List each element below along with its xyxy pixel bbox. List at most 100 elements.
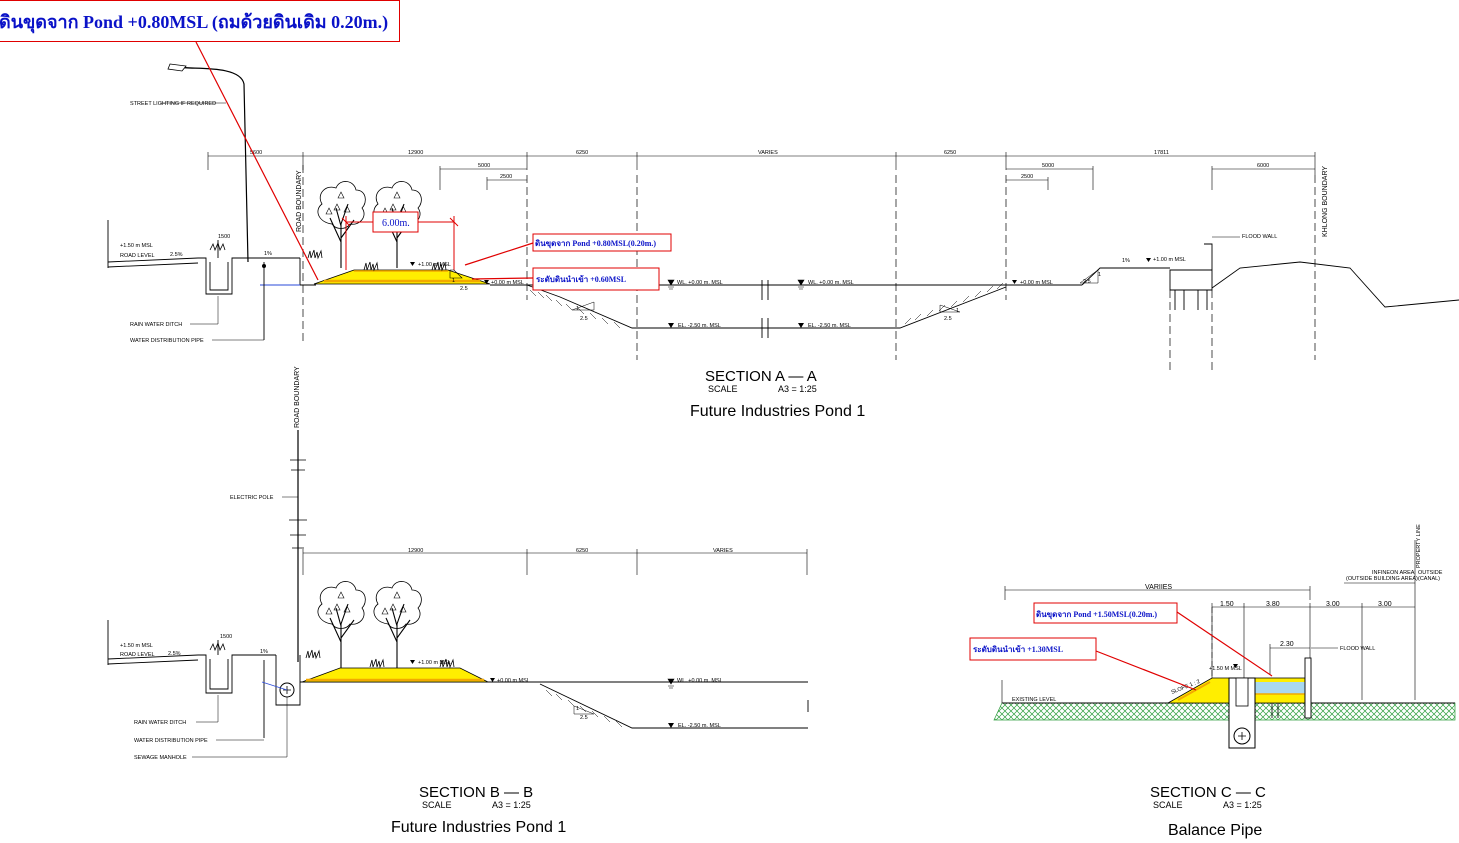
tree-icon: [317, 580, 366, 669]
ratio-1-label-b: 1: [576, 706, 579, 712]
section-c-scale-label: SCALE: [1153, 800, 1183, 810]
section-a-subtitle: Future Industries Pond 1: [690, 403, 865, 420]
section-c-scale-value: A3 = 1:25: [1223, 800, 1262, 810]
dim-6250-left: 6250: [576, 150, 588, 156]
top-callout: ดินขุดจาก Pond +0.80MSL (ถมด้วยดินเดิม 0…: [0, 0, 400, 42]
rain-ditch-label: RAIN WATER DITCH: [130, 322, 182, 328]
grass-icon: [305, 649, 321, 659]
varies-label-c: VARIIES: [1145, 584, 1172, 591]
road-boundary-label-b: ROAD BOUNDARY: [294, 366, 301, 428]
road-level-label: ROAD LEVEL: [120, 253, 155, 259]
dim-b-12900: 12900: [408, 548, 423, 554]
dim-12900: 12900: [408, 150, 423, 156]
ratio-25-left-pond: 2.5: [580, 316, 588, 322]
dim-5600: 5600: [250, 150, 262, 156]
road-level-label-b: ROAD LEVEL: [120, 652, 155, 658]
el-label-right: EL. -2.50 m. MSL: [808, 323, 851, 329]
ratio-25-label: 2.5: [460, 286, 468, 292]
dim-6000: 6000: [1257, 163, 1269, 169]
dim-1500-label-b: 1500: [220, 634, 232, 640]
slope-25pct-label: 2.5%: [170, 252, 183, 258]
dim-1500-label: 1500: [218, 234, 230, 240]
plant-icon-b: [209, 641, 226, 652]
note-level-c: ระดับดินนำเข้า +1.30MSL: [973, 644, 1063, 654]
wl-label-b: WL. +0.00 m. MSL: [677, 678, 723, 684]
level-150-label-c: +1.50 M MSL: [1209, 666, 1242, 672]
embankment-fill-b: [301, 667, 489, 683]
grass-icon: [307, 249, 323, 259]
level-000-label: +0.00 m MSL: [491, 280, 524, 286]
ratio-1-right-bank: 1: [1098, 272, 1101, 278]
dim-c-380: 3.80: [1266, 601, 1280, 608]
slope-25pct-label-b: 2.5%: [168, 651, 181, 657]
section-c-title: SECTION C — C: [1150, 784, 1266, 801]
section-a: STREET LIGHTING IF REQUIRED 5600 12900 6…: [107, 41, 1459, 420]
water-pipe-label: WATER DISTRIBUTION PIPE: [130, 338, 204, 344]
ratio-1-right-pond: 1: [956, 308, 959, 314]
dim-5000-left: 5000: [478, 163, 490, 169]
dim-b-varies: VARIES: [713, 548, 733, 554]
top-callout-text: ดินขุดจาก Pond +0.80MSL (ถมด้วยดินเดิม 0…: [0, 11, 389, 32]
grass-icon: [363, 261, 379, 271]
dim-6250-right: 6250: [944, 150, 956, 156]
dim-c-300-b: 3.00: [1378, 601, 1392, 608]
water-pipe-label-b: WATER DISTRIBUTION PIPE: [134, 738, 208, 744]
level-150-label-b: +1.50 m MSL: [120, 643, 153, 649]
ratio-1-label: 1: [452, 278, 455, 284]
slope-1pct-right: 1%: [1122, 258, 1130, 264]
section-c: VARIIES 1.50 3.80 3.00 3.00 2.30 PROPERT…: [969, 524, 1456, 839]
plant-icon: [209, 241, 226, 252]
level-000-label-b: +0.00 m MSL: [497, 678, 530, 684]
tree-icon: [317, 180, 366, 269]
infineon-area-label: INFINEON AREA: [1372, 570, 1415, 576]
street-lighting-label: STREET LIGHTING IF REQUIRED: [130, 101, 216, 107]
khlong-boundary-label: KHLONG BOUNDARY: [1322, 166, 1329, 237]
level-100-label-b: +1.00 m MSL: [418, 660, 451, 666]
outside-label: OUTSIDE: [1418, 570, 1443, 576]
existing-ground-hatch: [993, 702, 1456, 721]
section-b: ROAD BOUNDARY ELECTRIC POLE 12900 6250 V…: [107, 366, 809, 836]
street-lamp-pole: [179, 66, 249, 263]
ratio-25-right-bank: 2.5: [1083, 279, 1091, 285]
section-c-subtitle: Balance Pipe: [1168, 822, 1262, 839]
note-excavation-c: ดินขุดจาก Pond +1.50MSL(0.20m.): [1036, 610, 1157, 620]
level-150-label: +1.50 m MSL: [120, 243, 153, 249]
section-a-title: SECTION A — A: [705, 368, 817, 385]
flood-wall-c: [1304, 657, 1312, 719]
canal-label: (CANAL): [1418, 576, 1440, 582]
dim-5000-right: 5000: [1042, 163, 1054, 169]
note-level: ระดับดินนำเข้า +0.60MSL: [536, 274, 626, 284]
el-label-b: EL. -2.50 m. MSL: [678, 723, 721, 729]
slope-1pct-label: 1%: [264, 251, 272, 257]
road-boundary-label: ROAD BOUNDARY: [296, 170, 303, 232]
rain-ditch-label-b: RAIN WATER DITCH: [134, 720, 186, 726]
dim-c-150: 1.50: [1220, 601, 1234, 608]
level-100-right-label: +1.00 m MSL: [1153, 257, 1186, 263]
tree-icon: [373, 580, 422, 669]
dim-c-230: 2.30: [1280, 641, 1294, 648]
wl-label-right: WL. +0.00 m. MSL: [808, 280, 854, 286]
dim-varies: VARIES: [758, 150, 778, 156]
section-b-scale-value: A3 = 1:25: [492, 800, 531, 810]
dim-2500-left: 2500: [500, 174, 512, 180]
dim-2500-right: 2500: [1021, 174, 1033, 180]
slope-1pct-label-b: 1%: [260, 649, 268, 655]
ratio-25-label-b: 2.5: [580, 715, 588, 721]
dim-b-6250: 6250: [576, 548, 588, 554]
electric-pole-label: ELECTRIC POLE: [230, 495, 274, 501]
grass-icon: [369, 658, 385, 668]
dim-c-300-a: 3.00: [1326, 601, 1340, 608]
sewage-manhole-label: SEWAGE MANHOLE: [134, 755, 187, 761]
section-a-scale-label: SCALE: [708, 384, 738, 394]
section-b-subtitle: Future Industries Pond 1: [391, 819, 566, 836]
level-000-right-label: +0.00 m MSL: [1020, 280, 1053, 286]
water-fill-c: [1244, 682, 1305, 694]
section-a-scale-value: A3 = 1:25: [778, 384, 817, 394]
existing-level-label: EXISTING LEVEL: [1012, 697, 1056, 703]
flood-wall-label-c: FLOOD WALL: [1340, 646, 1375, 652]
el-label-left: EL. -2.50 m. MSL: [678, 323, 721, 329]
lamp-head-icon: [167, 63, 187, 72]
ratio-25-right-pond: 2.5: [944, 316, 952, 322]
section-b-scale-label: SCALE: [422, 800, 452, 810]
